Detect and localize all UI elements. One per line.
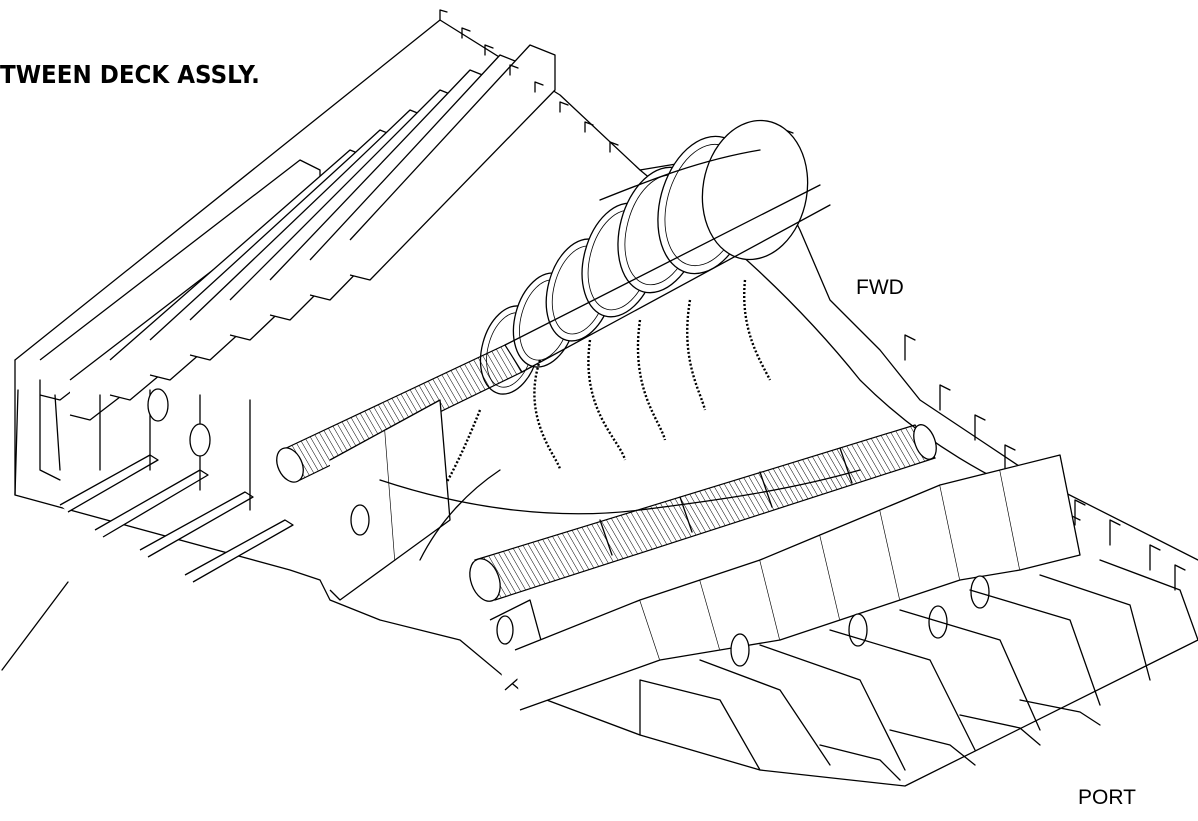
port-direction-label: PORT [1078,786,1136,809]
upper-pipe [276,184,831,483]
lower-pipe [469,424,937,602]
floor-plates [329,399,1081,711]
drawing-title: TWEEN DECK ASSLY. [0,60,260,89]
upper-transverse-frames [39,44,556,421]
bottom-webs [639,559,1198,781]
ring-frames [419,119,809,521]
curved-seams [379,149,861,561]
leader-line [1,581,69,671]
fwd-direction-label: FWD [856,276,904,299]
lower-left-longitudinals [39,379,294,583]
